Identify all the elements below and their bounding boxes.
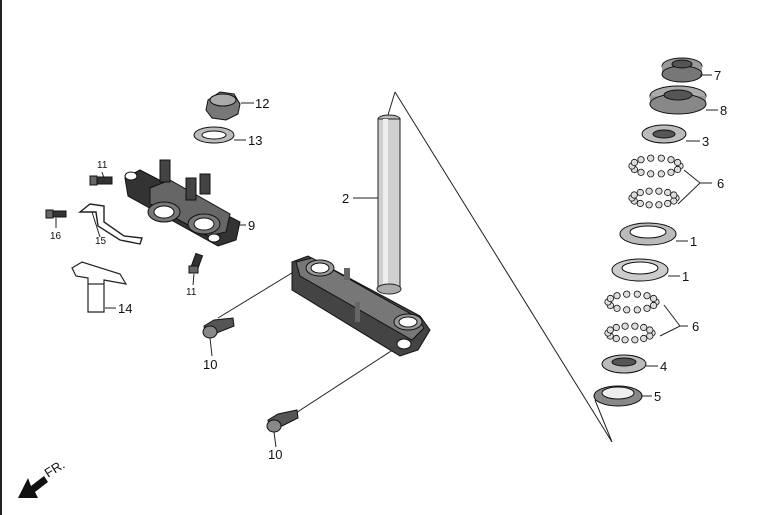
callout-11-upper: 11 [97, 160, 108, 171]
stem-pinch-bolt-upper [202, 317, 235, 339]
steering-stem [291, 114, 431, 357]
wire-bracket [78, 203, 143, 245]
steel-ball [670, 197, 678, 205]
steel-ball [613, 292, 621, 300]
steel-ball [623, 306, 631, 314]
upper-cone-race-3 [641, 124, 687, 144]
steel-ball [664, 188, 672, 197]
steel-ball [667, 156, 675, 164]
front-direction-indicator: FR. [18, 457, 67, 498]
steel-ball [643, 304, 651, 312]
stem-nut [205, 91, 241, 121]
callout-15: 15 [95, 236, 107, 247]
leader-lines [55, 74, 718, 448]
callout-1-upper: 1 [690, 234, 697, 249]
steel-ball [621, 336, 629, 344]
callout-9: 9 [248, 218, 255, 233]
callout-10-lower: 10 [268, 447, 282, 462]
stem-pinch-bolt-lower [266, 409, 299, 433]
steel-ball-set-upper [628, 154, 684, 209]
callout-4: 4 [660, 359, 667, 374]
steel-ball [657, 154, 665, 162]
callout-2: 2 [342, 191, 349, 206]
callout-1-lower: 1 [682, 269, 689, 284]
steel-ball [646, 326, 654, 334]
steel-ball [646, 332, 654, 340]
steel-ball [636, 188, 644, 197]
frame-border [0, 0, 2, 515]
steel-ball [640, 334, 648, 343]
steel-ball [645, 187, 653, 195]
steel-ball [630, 158, 639, 167]
steel-ball [673, 158, 682, 167]
steel-ball [633, 290, 641, 298]
steel-ball [637, 168, 645, 176]
steel-ball [606, 294, 615, 303]
steel-ball [630, 191, 638, 199]
steel-ball [657, 170, 665, 178]
steel-ball [631, 336, 639, 344]
steel-ball [636, 199, 644, 208]
callout-3: 3 [702, 134, 709, 149]
steel-ball [670, 191, 678, 199]
dust-seal-5 [593, 385, 643, 407]
callout-8: 8 [720, 103, 727, 118]
steel-ball [643, 292, 651, 300]
steel-ball [673, 165, 682, 174]
lock-nut-7 [661, 57, 703, 83]
steel-ball [645, 201, 653, 209]
callout-6-upper: 6 [717, 176, 724, 191]
steel-ball [640, 323, 648, 332]
adjusting-nut-8 [649, 85, 707, 115]
bolt-16 [45, 209, 67, 219]
cable-guide [71, 261, 128, 313]
steel-ball [667, 168, 675, 176]
callout-6-lower: 6 [692, 319, 699, 334]
callout-10-upper: 10 [203, 357, 217, 372]
steel-ball [647, 170, 655, 178]
bolt-11-lower [188, 252, 204, 274]
steel-ball [633, 306, 641, 314]
steel-ball [613, 304, 621, 312]
top-bridge [124, 159, 241, 247]
callout-14: 14 [118, 301, 132, 316]
callout-11-lower: 11 [186, 287, 197, 298]
stem-washer [193, 126, 235, 144]
callout-7: 7 [714, 68, 721, 83]
steel-ball-set-lower [604, 290, 660, 344]
front-arrow-icon [18, 476, 48, 498]
steel-ball [655, 187, 663, 195]
callout-13: 13 [248, 133, 262, 148]
lower-cone-race-4 [601, 354, 647, 374]
upper-ball-race-1 [619, 222, 677, 246]
steel-ball [664, 199, 672, 208]
callout-labels: 12 13 11 9 16 15 14 11 2 10 10 7 8 3 6 1… [50, 68, 727, 462]
callout-12: 12 [255, 96, 269, 111]
front-direction-label: FR. [42, 457, 68, 481]
steel-ball [637, 156, 645, 164]
steel-ball [647, 154, 655, 162]
steel-ball [612, 323, 620, 332]
steel-ball [631, 322, 639, 330]
steel-ball [623, 290, 631, 298]
steel-ball [655, 201, 663, 209]
projection-lines [217, 91, 613, 443]
steel-ball [621, 322, 629, 330]
callout-5: 5 [654, 389, 661, 404]
steel-ball [649, 294, 658, 303]
callout-16: 16 [50, 231, 62, 242]
bolt-11-upper [89, 175, 113, 186]
lower-ball-race-1 [611, 258, 669, 282]
steel-ball [612, 334, 620, 343]
steel-ball [606, 326, 614, 334]
steel-ball [649, 301, 658, 310]
